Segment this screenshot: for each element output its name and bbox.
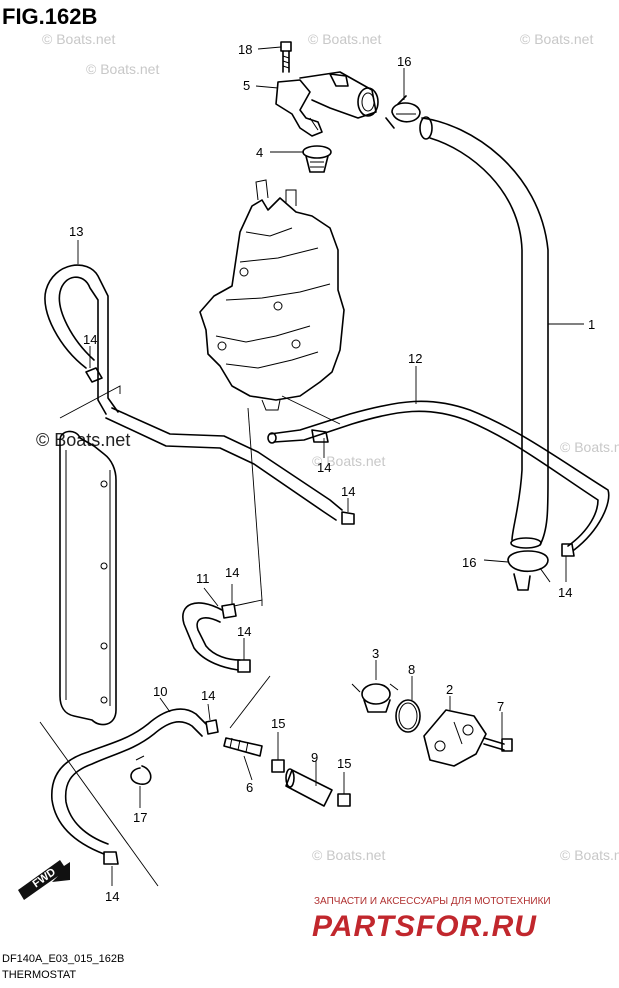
callout-10: 10 [153, 684, 167, 699]
callout-14: 14 [237, 624, 251, 639]
watermark: © Boats.net [42, 31, 115, 47]
callout-15: 15 [271, 716, 285, 731]
callout-3: 3 [372, 646, 379, 661]
callout-9: 9 [311, 750, 318, 765]
part-bolt-7 [483, 737, 513, 752]
part-hose-1 [419, 116, 549, 549]
watermark: © Boats.net [520, 31, 593, 47]
fwd-direction-arrow[interactable]: FWD [18, 860, 70, 900]
callout-17: 17 [133, 810, 147, 825]
part-hose-13 [44, 264, 119, 415]
part-thermostat [302, 145, 332, 173]
part-clamp-16-top [385, 95, 421, 129]
brand-subtitle: ЗАПЧАСТИ И АКСЕССУАРЫ ДЛЯ МОТОТЕХНИКИ [314, 896, 551, 907]
clamps-small [85, 367, 575, 865]
callout-8: 8 [408, 662, 415, 677]
part-clamp-16-bottom [507, 550, 551, 591]
leader-lines [39, 46, 584, 887]
watermark: © Boats.net [560, 847, 619, 863]
footer-name: THERMOSTAT [2, 969, 76, 981]
watermark: © Boats.net [560, 439, 619, 455]
callout-1: 1 [588, 317, 595, 332]
callout-14: 14 [83, 332, 97, 347]
part-water-jacket-panel [59, 430, 117, 726]
part-cover-2 [423, 709, 487, 767]
callout-4: 4 [256, 145, 263, 160]
part-engine-block [199, 179, 345, 411]
callout-11: 11 [196, 571, 210, 586]
callout-7: 7 [497, 699, 504, 714]
part-hose-10 [51, 708, 207, 855]
watermark: © Boats.net [312, 453, 385, 469]
callout-14: 14 [558, 585, 572, 600]
branding: ЗАПЧАСТИ И АКСЕССУАРЫ ДЛЯ МОТОТЕХНИКИ PA… [312, 896, 551, 943]
callout-14: 14 [201, 688, 215, 703]
callout-14: 14 [105, 889, 119, 904]
part-joint-6 [223, 737, 263, 757]
part-o-ring-8 [395, 699, 421, 733]
callout-18: 18 [238, 42, 252, 57]
callout-16-top: 16 [397, 54, 411, 69]
part-thermostat-3 [351, 683, 399, 713]
watermark: © Boats.net [86, 61, 159, 77]
callout-14: 14 [225, 565, 239, 580]
callout-labels: 18 5 4 16 1 12 13 14 14 14 16 14 11 14 1… [69, 42, 595, 904]
callout-14: 14 [341, 484, 355, 499]
part-bolt-18 [280, 41, 292, 73]
figure-title: FIG.162B [2, 4, 97, 29]
callout-13: 13 [69, 224, 83, 239]
part-thermostat-cover [275, 71, 379, 137]
part-pipe-upper [105, 407, 343, 521]
part-clip-17 [130, 755, 152, 785]
callout-5: 5 [243, 78, 250, 93]
footer: DF140A_E03_015_162B THERMOSTAT [2, 953, 124, 981]
callout-14: 14 [317, 460, 331, 475]
callout-16-bottom: 16 [462, 555, 476, 570]
watermark: © Boats.net [308, 31, 381, 47]
callout-6: 6 [246, 780, 253, 795]
part-hose-12 [267, 400, 610, 551]
callout-2: 2 [446, 682, 453, 697]
watermark: © Boats.net [312, 847, 385, 863]
brand-name: PARTSFOR.RU [312, 910, 537, 943]
callout-12: 12 [408, 351, 422, 366]
part-hose-9 [285, 768, 333, 807]
part-hose-11 [182, 602, 241, 671]
footer-code: DF140A_E03_015_162B [2, 953, 124, 965]
callout-15: 15 [337, 756, 351, 771]
